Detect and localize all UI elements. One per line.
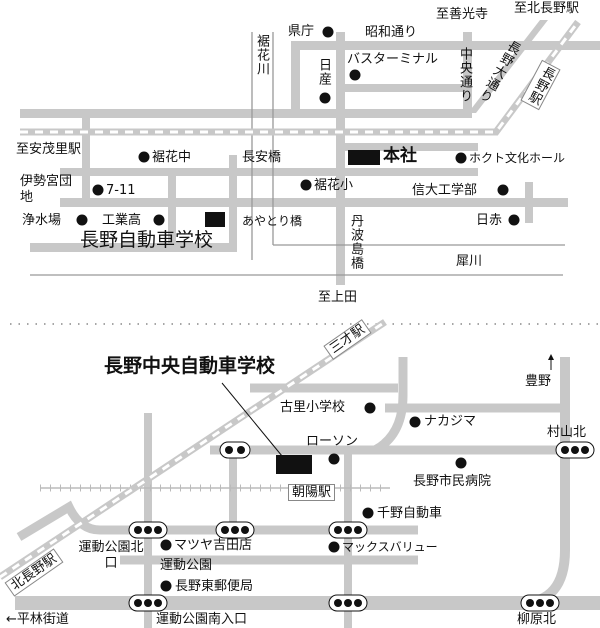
label-to-kitanagano: 至北長野駅 (514, 1, 580, 16)
label-sai-river: 犀川 (456, 254, 483, 269)
label-hirabayashi: ←平林街道 (6, 612, 69, 627)
label-yanagihara-kita: 柳原北 (517, 612, 557, 627)
leader-line (221, 382, 283, 457)
label-post-office: 長野東郵便局 (175, 579, 254, 594)
markers (76, 26, 520, 592)
label-water-plant: 浄水場 (22, 213, 62, 228)
label-toyono: 豊野 (525, 374, 552, 389)
top-railway (20, 19, 581, 136)
label-nakajima: ナカジマ (424, 414, 477, 429)
label-park-north: 運動公園北口 (78, 540, 144, 571)
label-nissan: 日産 (316, 58, 331, 86)
traffic-lights (128, 441, 595, 612)
label-lawson: ローソン (306, 434, 359, 449)
label-hokuto-hall: ホクト文化ホール (469, 151, 566, 165)
rivers (30, 32, 565, 276)
label-maxvalu: マックスバリュー (342, 540, 438, 554)
label-park-south: 運動公園南入口 (156, 612, 248, 627)
label-chino-motors: 千野自動車 (377, 506, 443, 521)
label-ayatori-bridge: あやとり橋 (242, 214, 303, 228)
label-susobana-river: 裾花川 (254, 34, 269, 76)
shinetsu-railway (0, 319, 387, 580)
label-isemiya: 伊勢宮団地 (20, 174, 73, 205)
label-susobana-junior: 裾花中 (152, 150, 192, 165)
label-city-hospital: 長野市民病院 (413, 474, 492, 489)
label-asahi-station: 朝陽駅 (288, 484, 336, 501)
label-prefecture-office: 県庁 (288, 24, 315, 39)
label-chuo-dori: 中央通り (457, 47, 472, 103)
label-park: 運動公園 (160, 558, 213, 573)
label-nagano-chuo-driving-school: 長野中央自動車学校 (104, 355, 276, 377)
label-to-zenkoji: 至善光寺 (436, 7, 489, 22)
label-murayama-kita: 村山北 (547, 425, 587, 440)
top-roads (20, 20, 600, 285)
label-seven-eleven: 7-11 (106, 183, 136, 198)
label-nagano-driving-school: 長野自動車学校 (80, 229, 214, 251)
arrow-up-icon (548, 354, 554, 370)
label-tanbajima-bridge: 丹波島橋 (348, 214, 363, 270)
label-shinshu-eng: 信大工学部 (412, 183, 478, 198)
label-head-office: 本社 (383, 146, 417, 166)
label-showa-dori: 昭和通り (365, 25, 418, 40)
label-matsuya: マツヤ吉田店 (174, 538, 253, 553)
label-red-cross: 日赤 (476, 213, 503, 228)
label-to-amori: 至安茂里駅 (16, 142, 82, 157)
label-technical-high: 工業高 (102, 213, 142, 228)
label-susobana-elem: 裾花小 (314, 178, 354, 193)
bottom-roads (15, 357, 600, 628)
label-furusato-elem: 古里小学校 (280, 400, 346, 415)
label-bus-terminal: バスターミナル (347, 52, 439, 67)
label-to-ueda: 至上田 (318, 290, 358, 305)
label-choan-bridge: 長安橋 (242, 150, 282, 165)
